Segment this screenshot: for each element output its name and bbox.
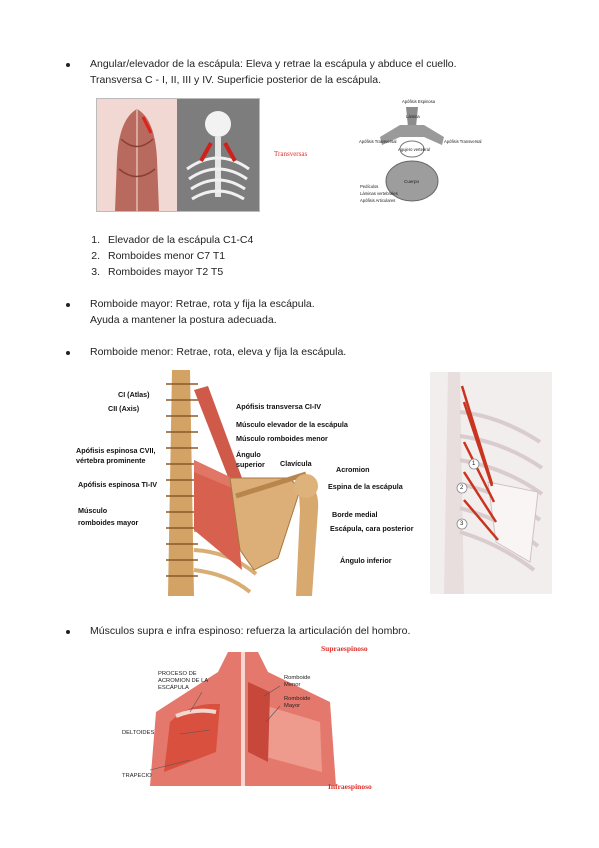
label-levator: Músculo elevador de la escápula bbox=[236, 420, 348, 429]
label-superior-angle-b: superior bbox=[236, 460, 265, 469]
list-item: Elevador de la escápula C1-C4 bbox=[108, 234, 254, 246]
section1-line2: Transversa C - I, II, III y IV. Superfic… bbox=[90, 74, 382, 86]
label-superior-angle-a: Ángulo bbox=[236, 450, 261, 459]
vertebra-legend-1: Pedículos bbox=[360, 184, 379, 189]
bullet bbox=[66, 351, 70, 355]
vertebra-legend-3: Apófisis Articulares bbox=[360, 198, 396, 203]
vertebra-figure bbox=[356, 97, 468, 209]
vertebra-label-transverse-left: Apófisis Transversal bbox=[359, 139, 397, 144]
label-transverse: Apófisis transversa CI-IV bbox=[236, 402, 322, 411]
marker-2: 2 bbox=[460, 485, 464, 491]
label-medial-border: Borde medial bbox=[332, 510, 378, 519]
label-acromion-process-2: ACROMION DE LA bbox=[158, 678, 209, 684]
vertebra-label-body: Cuerpo bbox=[404, 179, 420, 184]
label-c7-a: Apófisis espinosa CVII, bbox=[76, 446, 156, 455]
rhomboid-anatomy-figure bbox=[150, 370, 338, 596]
bullet bbox=[66, 630, 70, 634]
vertebra-label-lamina: Lámina bbox=[406, 114, 420, 119]
label-acromion-process-1: PROCESO DE bbox=[158, 671, 197, 677]
label-supraspinatus: Supraespinoso bbox=[321, 644, 368, 653]
supraspinatus-infraspinatus-figure bbox=[150, 652, 336, 786]
list-item: Romboides mayor T2 T5 bbox=[108, 266, 224, 278]
label-scapula-posterior: Escápula, cara posterior bbox=[330, 524, 414, 533]
label-inferior-angle: Ángulo inferior bbox=[340, 556, 392, 565]
label-c2-axis: CII (Axis) bbox=[108, 404, 140, 413]
vertebra-label-foramen: Agujero vertebral bbox=[398, 147, 430, 152]
label-c1-atlas: CI (Atlas) bbox=[118, 390, 150, 399]
section1-line1: Angular/elevador de la escápula: Eleva y… bbox=[90, 58, 457, 70]
marker-1: 1 bbox=[472, 461, 476, 467]
vertebra-label-transverse-right: Apófisis Transversal bbox=[444, 139, 482, 144]
label-trapezius: TRAPECIO bbox=[122, 773, 152, 779]
label-rhomboid-minor: Músculo romboides menor bbox=[236, 434, 328, 443]
label-deltoid: DELTOIDES bbox=[122, 730, 155, 736]
label-acromion: Acromion bbox=[336, 465, 370, 474]
label-t1-t4: Apófisis espinosa TI-IV bbox=[78, 480, 158, 489]
transverse-label: Transversas bbox=[274, 150, 308, 158]
list-item-number: 2. bbox=[91, 250, 100, 262]
label-infraspinatus: Infraespinoso bbox=[328, 782, 372, 791]
label-clavicle: Clavícula bbox=[280, 459, 312, 468]
section3-line1: Romboide menor: Retrae, rota, eleva y fi… bbox=[90, 346, 347, 358]
list-item-number: 1. bbox=[91, 234, 100, 246]
levator-scapulae-figure bbox=[96, 98, 260, 212]
label-rhomboid-major-a: Músculo bbox=[78, 506, 108, 515]
label-acromion-process-3: ESCÁPULA bbox=[158, 685, 189, 691]
bullet bbox=[66, 303, 70, 307]
rhomboid-skeleton-figure bbox=[430, 372, 552, 594]
vertebra-legend-2: Láminas vertebrales bbox=[360, 191, 398, 196]
label-scapular-spine: Espina de la escápula bbox=[328, 482, 403, 491]
label-rhomboid-major-b: romboides mayor bbox=[78, 518, 139, 527]
list-item-number: 3. bbox=[91, 266, 100, 278]
vertebra-label-spinous: Apófisis Espinosa bbox=[402, 99, 436, 104]
label-rhomboid-minor-2: Menor bbox=[284, 682, 301, 688]
bullet bbox=[66, 63, 70, 67]
label-c7-b: vértebra prominente bbox=[76, 456, 146, 465]
label-rhomboid-major-1: Romboide bbox=[284, 696, 311, 702]
section4-line1: Músculos supra e infra espinoso: refuerz… bbox=[90, 625, 411, 637]
marker-3: 3 bbox=[460, 521, 464, 527]
label-rhomboid-minor-1: Romboide bbox=[284, 675, 311, 681]
section2-line2: Ayuda a mantener la postura adecuada. bbox=[90, 314, 277, 326]
label-rhomboid-major-2: Mayor bbox=[284, 703, 301, 709]
list-item: Romboides menor C7 T1 bbox=[108, 250, 226, 262]
section2-line1: Romboide mayor: Retrae, rota y fija la e… bbox=[90, 298, 315, 310]
